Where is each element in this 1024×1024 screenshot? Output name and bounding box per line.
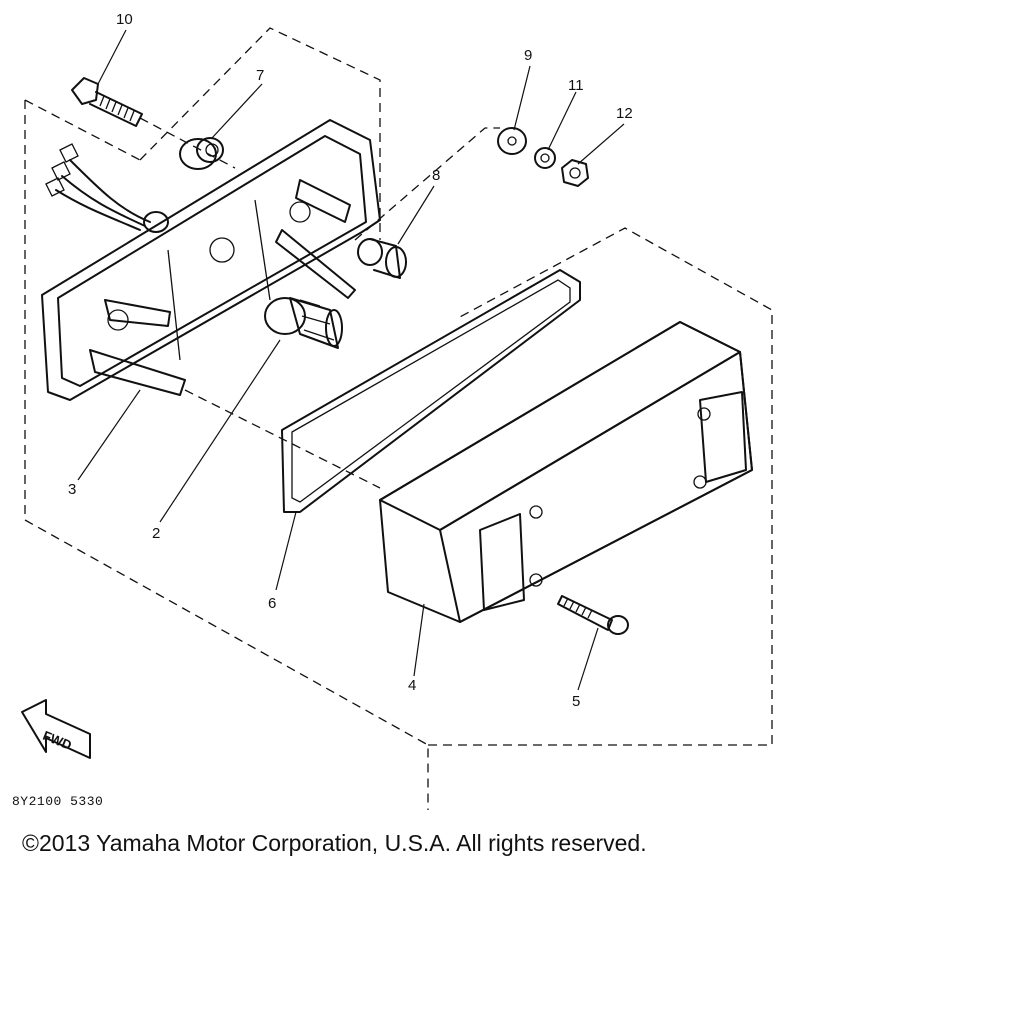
part-code: 8Y2100 5330 xyxy=(12,794,104,809)
lock-washer-11 xyxy=(534,147,556,169)
callout-4: 4 xyxy=(408,677,416,694)
washer-9 xyxy=(497,127,527,155)
callout-2: 2 xyxy=(152,525,160,542)
lamp-housing-3 xyxy=(41,119,381,401)
callout-5: 5 xyxy=(572,693,580,710)
fwd-arrow-icon: FWD xyxy=(21,699,91,759)
screw-5 xyxy=(557,595,629,635)
leader-lines xyxy=(77,29,625,691)
bulb-2 xyxy=(264,297,343,349)
callout-3: 3 xyxy=(68,481,76,498)
gasket-6 xyxy=(281,269,581,513)
callout-6: 6 xyxy=(268,595,276,612)
callout-labels: 10 7 9 11 12 8 3 2 6 4 5 xyxy=(68,11,633,710)
nut-12 xyxy=(561,159,589,187)
callout-7: 7 xyxy=(256,67,264,84)
callout-11: 11 xyxy=(568,77,584,94)
assembly-group-outline xyxy=(24,27,773,810)
callout-10: 10 xyxy=(116,11,133,28)
wire-harness xyxy=(45,143,169,233)
callout-9: 9 xyxy=(524,47,532,64)
lens-4 xyxy=(379,321,753,623)
callout-8: 8 xyxy=(432,167,440,184)
callout-12: 12 xyxy=(616,105,633,122)
copyright-notice: ©2013 Yamaha Motor Corporation, U.S.A. A… xyxy=(22,830,647,856)
collar-8 xyxy=(357,238,407,279)
bolt-10 xyxy=(71,77,143,127)
grommet-7 xyxy=(179,137,224,170)
